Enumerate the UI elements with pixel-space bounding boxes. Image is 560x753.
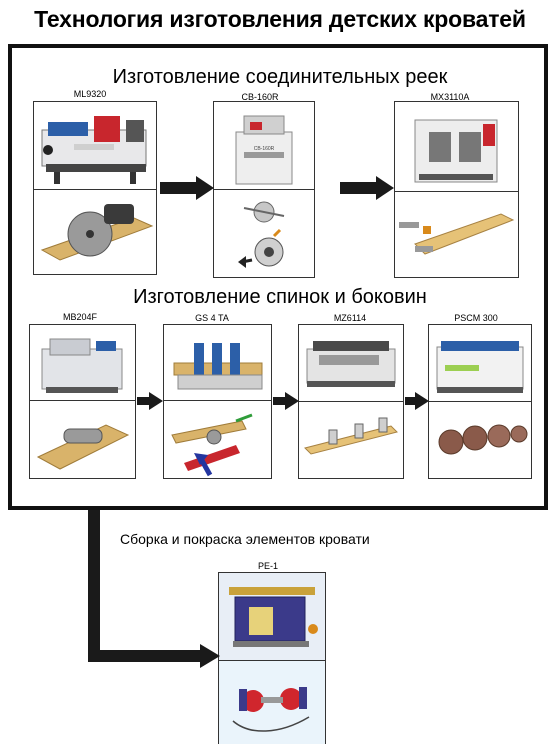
slot-drilling-machine-icon: CB-160R bbox=[214, 102, 314, 190]
model-ml9320: ML9320 bbox=[73, 89, 107, 99]
machine-card-mz6114 bbox=[298, 324, 404, 479]
model-pe1: PE-1 bbox=[257, 561, 278, 571]
model-pscm300: PSCM 300 bbox=[454, 313, 498, 323]
section2-title: Изготовление спинок и боковин bbox=[133, 286, 427, 308]
copy-shaper-icon bbox=[164, 325, 271, 401]
machine-card-pe1 bbox=[218, 572, 326, 744]
machine-card-cb160r: CB-160R bbox=[213, 101, 315, 278]
shaping-process-icon bbox=[164, 401, 271, 480]
section1-title: Изготовление соединительных реек bbox=[112, 66, 448, 88]
page-title: Технология изготовления детских кроватей bbox=[34, 6, 526, 32]
machine-card-mb204f bbox=[29, 324, 136, 479]
arrow-frame-to-pe1 bbox=[88, 510, 220, 670]
machine-card-pscm300 bbox=[428, 324, 532, 479]
drill-bits-icon bbox=[299, 402, 403, 480]
arrow-cb160r-to-mx3110a bbox=[340, 176, 394, 200]
svg-text:CB-160R: CB-160R bbox=[254, 146, 275, 152]
drilling-head-icon bbox=[214, 190, 314, 279]
four-side-planer-icon bbox=[30, 325, 135, 401]
machine-card-gs4ta bbox=[163, 324, 272, 479]
multi-spindle-drill-icon bbox=[299, 325, 403, 402]
paint-booth-icon bbox=[219, 573, 325, 661]
machine-card-mx3110a bbox=[394, 101, 519, 278]
machine-card-ml9320 bbox=[33, 101, 157, 275]
model-gs4ta: GS 4 TA bbox=[195, 313, 229, 323]
sanding-brushes-icon bbox=[429, 402, 531, 480]
arrow-mz6114-to-pscm300 bbox=[405, 392, 429, 410]
model-mx3110a: MX3110A bbox=[430, 92, 470, 102]
circular-saw-blade-icon bbox=[34, 190, 156, 276]
model-cb160r: CB-160R bbox=[241, 92, 279, 102]
arrow-gs4ta-to-mz6114 bbox=[273, 392, 299, 410]
model-mb204f: MB204F bbox=[62, 312, 97, 322]
multi-rip-saw-icon bbox=[34, 102, 156, 190]
arrow-mb204f-to-gs4ta bbox=[137, 392, 163, 410]
tenon-cutter-icon bbox=[395, 192, 518, 279]
planer-cutter-icon bbox=[30, 401, 135, 480]
paint-spray-rotors-icon bbox=[219, 661, 325, 745]
sanding-machine-icon bbox=[429, 325, 531, 402]
model-mz6114: MZ6114 bbox=[333, 313, 367, 323]
process-frame bbox=[8, 44, 548, 510]
arrow-ml9320-to-cb160r bbox=[160, 176, 214, 200]
double-end-tenoner-icon bbox=[395, 102, 518, 192]
section3-title: Сборка и покраска элементов кровати bbox=[120, 531, 370, 547]
